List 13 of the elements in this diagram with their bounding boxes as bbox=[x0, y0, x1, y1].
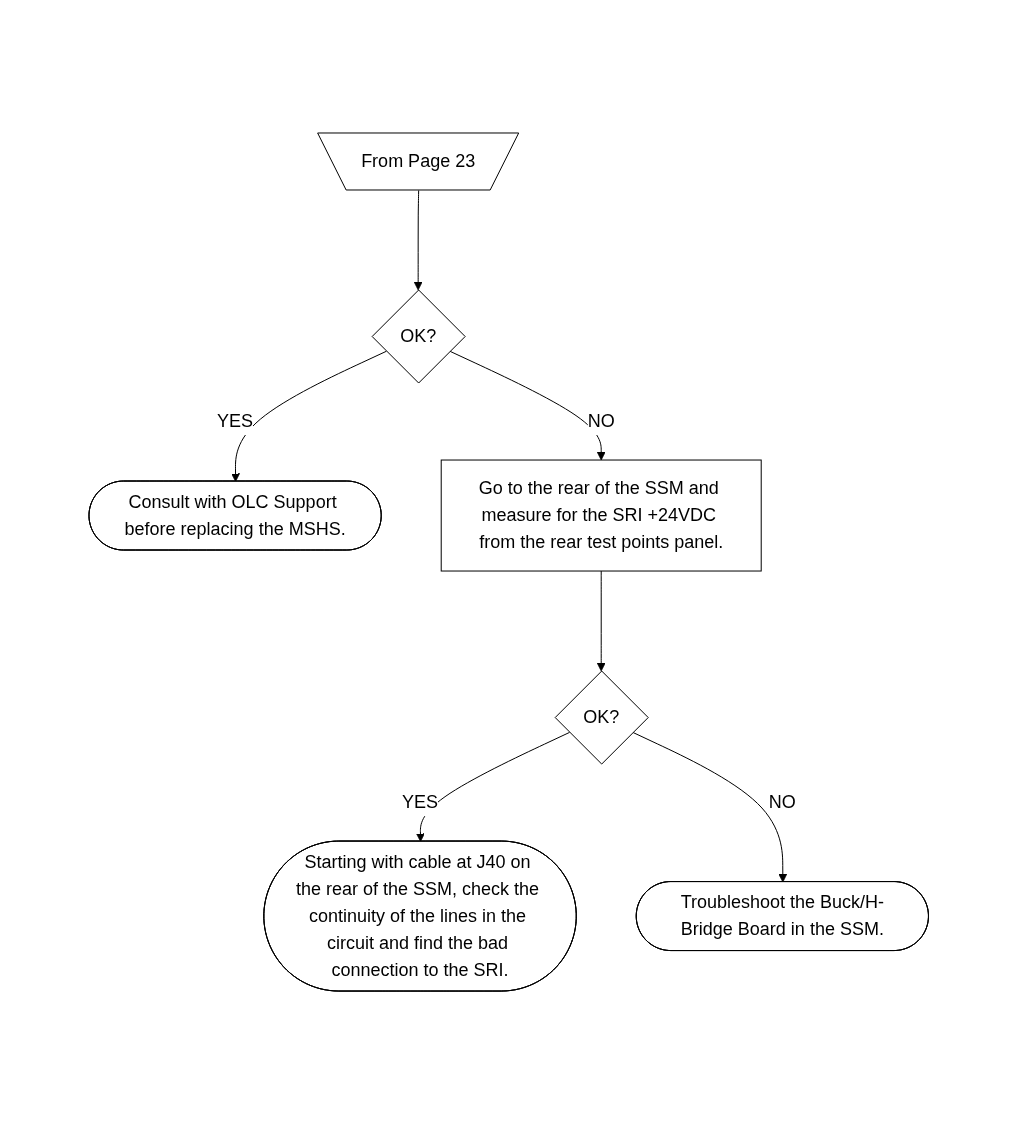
node-box: Go to the rear of the SSM and measure for the SRI +24VDC from the rear test points panel. bbox=[441, 459, 762, 572]
node-diamond: OK? bbox=[554, 670, 649, 765]
arrow bbox=[449, 350, 606, 461]
arrow bbox=[416, 731, 571, 842]
arrow bbox=[414, 189, 423, 291]
edge-label: YES bbox=[402, 792, 439, 813]
node-diamond: OK? bbox=[371, 289, 466, 384]
arrow bbox=[231, 350, 388, 482]
arrow bbox=[597, 570, 606, 672]
edge-label: NO bbox=[587, 410, 615, 431]
edge-label: NO bbox=[769, 792, 797, 813]
arrow bbox=[632, 731, 788, 883]
edge-label: YES bbox=[217, 410, 254, 431]
